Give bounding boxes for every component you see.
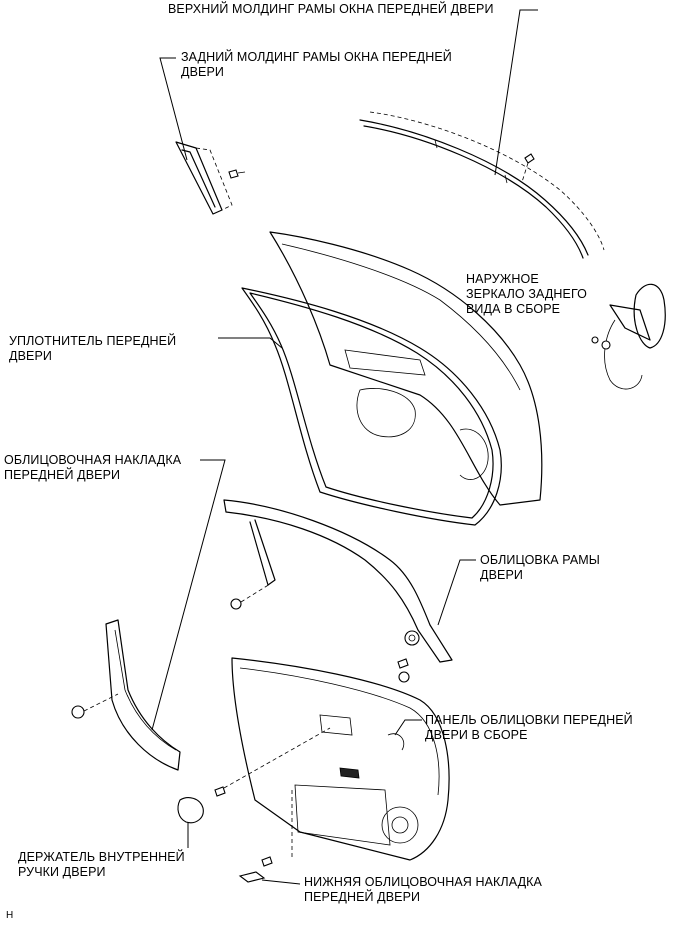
label-garnish: ОБЛИЦОВОЧНАЯ НАКЛАДКА ПЕРЕДНЕЙ ДВЕРИ bbox=[4, 453, 182, 482]
trim-panel-leader bbox=[394, 719, 422, 736]
rear-molding-part bbox=[175, 141, 246, 215]
upper-molding-leader bbox=[494, 9, 538, 176]
frame-trim-part bbox=[223, 499, 453, 683]
mirror-part bbox=[591, 283, 666, 390]
label-weatherstrip: УПЛОТНИТЕЛЬ ПЕРЕДНЕЙ ДВЕРИ bbox=[9, 334, 177, 363]
frame-trim-leader bbox=[437, 559, 476, 626]
rear-molding-leader bbox=[159, 57, 188, 161]
corner-mark: H bbox=[6, 910, 14, 921]
label-handle-bezel: ДЕРЖАТЕЛЬ ВНУТРЕННЕЙ РУЧКИ ДВЕРИ bbox=[18, 850, 185, 879]
label-mirror: НАРУЖНОЕ ЗЕРКАЛО ЗАДНЕГО ВИДА В СБОРЕ bbox=[466, 272, 587, 316]
label-trim-panel: ПАНЕЛЬ ОБЛИЦОВКИ ПЕРЕДНЕЙ ДВЕРИ В СБОРЕ bbox=[425, 713, 633, 742]
frame-garnish-part bbox=[71, 619, 181, 771]
label-upper-molding: ВЕРХНИЙ МОЛДИНГ РАМЫ ОКНА ПЕРЕДНЕЙ ДВЕРИ bbox=[168, 2, 494, 16]
trim-panel-screws bbox=[214, 727, 331, 867]
upper-molding-part bbox=[359, 111, 605, 259]
door-body-part bbox=[269, 231, 543, 506]
weatherstrip-leader bbox=[218, 337, 283, 349]
weatherstrip-part bbox=[241, 287, 502, 526]
label-frame-trim: ОБЛИЦОВКА РАМЫ ДВЕРИ bbox=[480, 553, 600, 582]
handle-bezel-part bbox=[177, 797, 204, 824]
label-rear-molding: ЗАДНИЙ МОЛДИНГ РАМЫ ОКНА ПЕРЕДНЕЙ ДВЕРИ bbox=[181, 50, 452, 79]
lower-garnish-leader bbox=[261, 879, 301, 885]
lower-garnish-part bbox=[238, 871, 266, 883]
garnish-leader bbox=[151, 459, 226, 731]
label-lower-garnish: НИЖНЯЯ ОБЛИЦОВОЧНАЯ НАКЛАДКА ПЕРЕДНЕЙ ДВ… bbox=[304, 875, 542, 904]
trim-panel-part bbox=[231, 657, 450, 861]
